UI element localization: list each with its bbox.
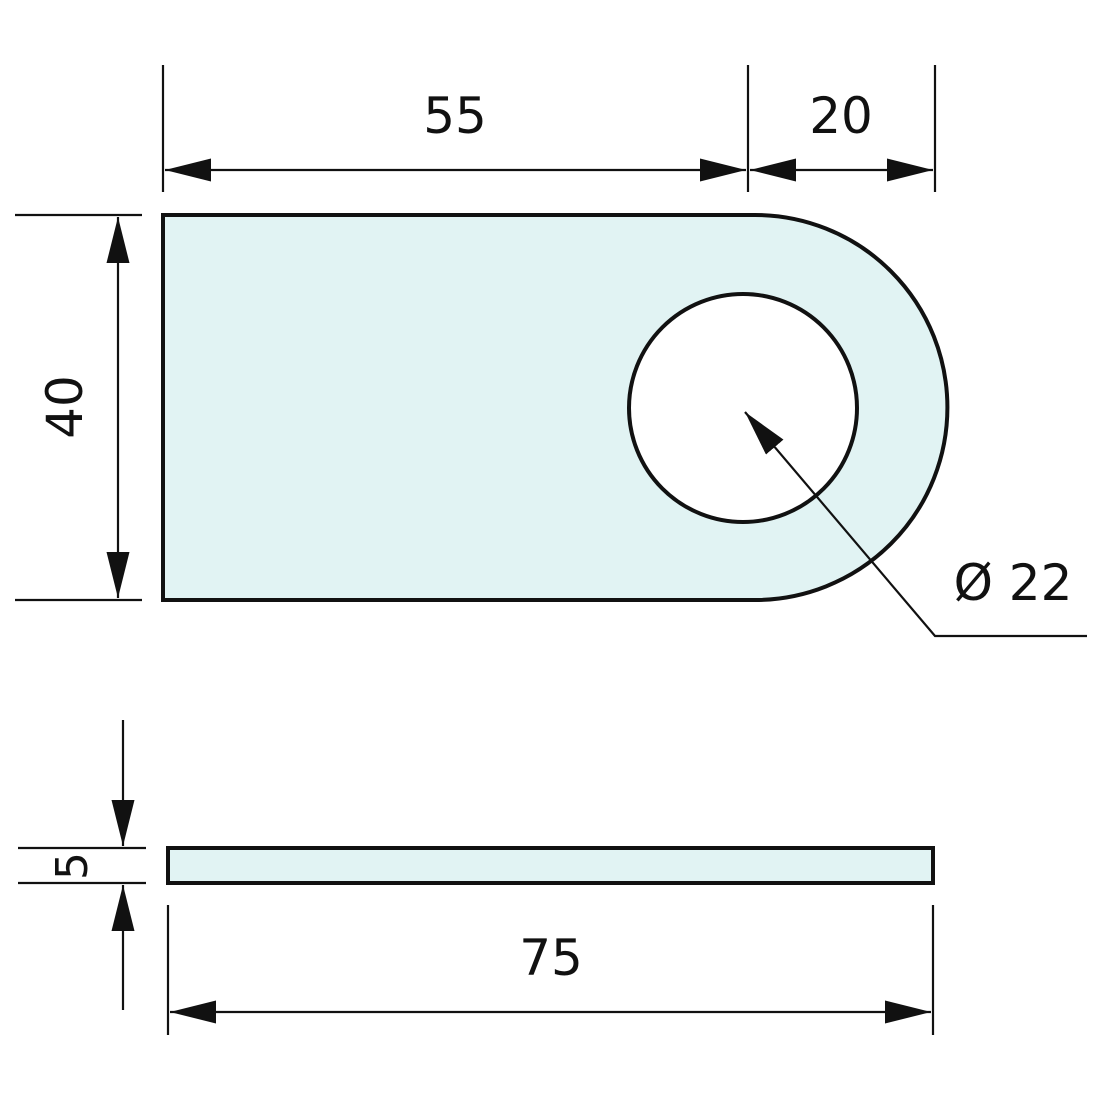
dimension-length <box>166 905 935 1035</box>
dim-label-diameter: Ø 22 <box>954 554 1073 612</box>
dim-label-20: 20 <box>809 87 873 145</box>
dim-label-75: 75 <box>519 929 583 987</box>
dim-label-55: 55 <box>423 87 487 145</box>
dim-label-40: 40 <box>36 375 94 439</box>
hole <box>627 292 859 524</box>
dim-label-5: 5 <box>47 852 98 880</box>
plate-side-view <box>166 846 935 885</box>
diameter-leader <box>744 411 1087 638</box>
dimension-thickness <box>18 720 146 1010</box>
dimension-height <box>15 213 142 602</box>
dimension-top <box>161 65 937 192</box>
